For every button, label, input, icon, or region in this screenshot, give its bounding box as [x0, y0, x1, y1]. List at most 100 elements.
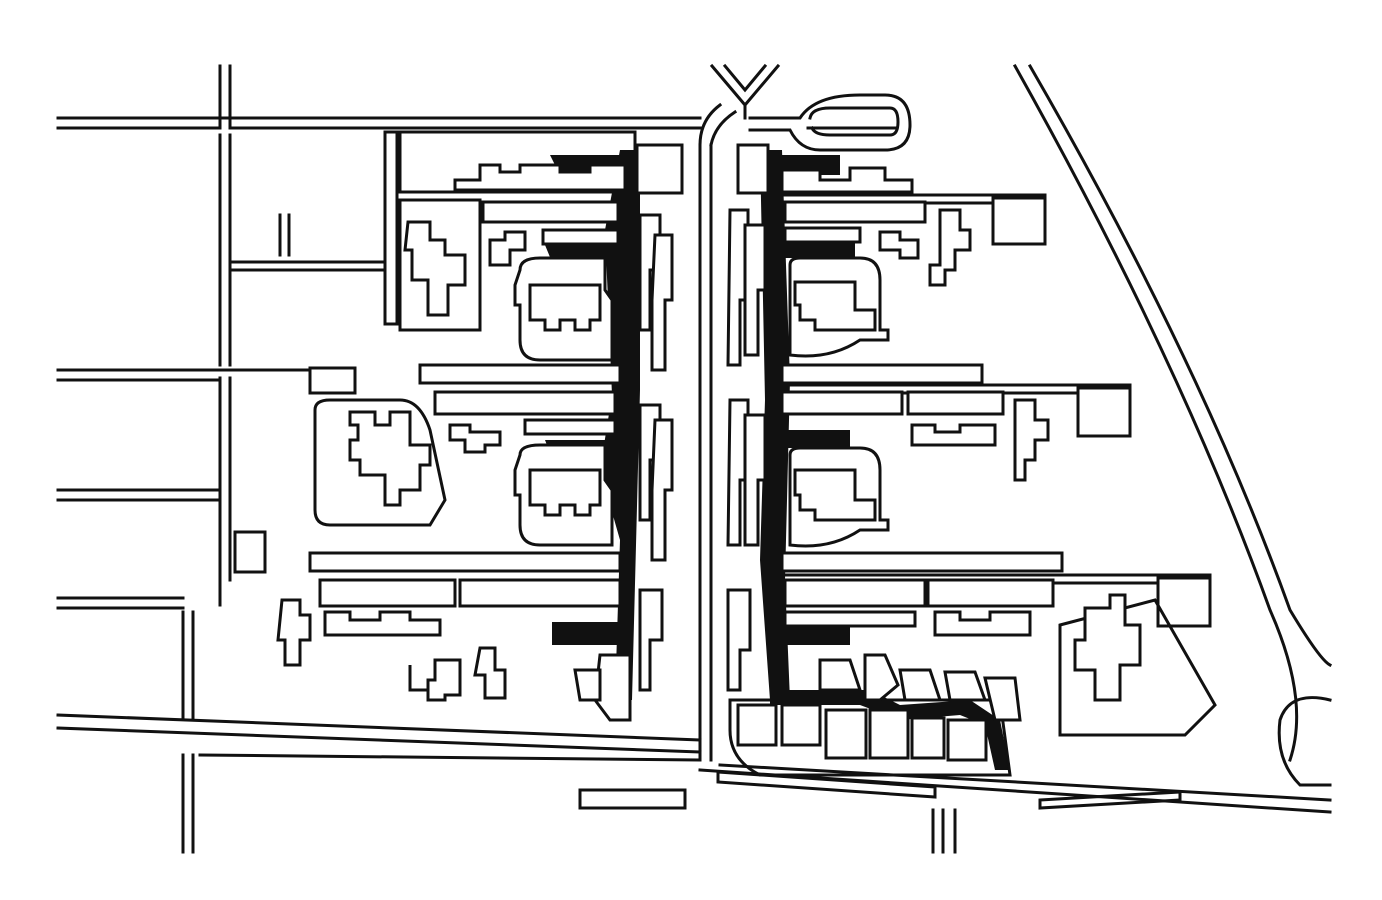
- square-pavilion-1: [991, 196, 1047, 246]
- se-block-6: [946, 718, 988, 762]
- southeast-plaza-chain: [770, 690, 1010, 770]
- pedestrian-plazas: [545, 150, 1010, 770]
- north-terrace-east: [780, 166, 914, 194]
- spine-w-block-7: [573, 668, 602, 702]
- west-street-2: [218, 133, 232, 367]
- spine-e-block-1: [726, 208, 750, 367]
- se-block-3: [824, 708, 868, 760]
- east-arm-3: [785, 430, 850, 448]
- slab-w7: [418, 363, 622, 385]
- stagger-e1: [878, 230, 920, 260]
- se-block-11: [983, 676, 1022, 722]
- slab-e8: [780, 551, 1064, 573]
- se-block-8: [863, 653, 900, 702]
- square-pavilion-5: [233, 530, 267, 574]
- west-middle-campus-lot: [313, 398, 447, 527]
- east-arm-4: [785, 625, 850, 645]
- courtyard-inner-e1: [793, 280, 877, 332]
- west-street-b: [56, 368, 312, 382]
- west-street-a: [228, 260, 387, 272]
- spine-w-block-4: [650, 418, 674, 562]
- northwest-field: [383, 130, 399, 326]
- stagger-e2: [928, 208, 972, 287]
- slab-e9: [783, 610, 917, 628]
- southeast-cluster-lot: [728, 698, 1012, 777]
- se-block-10: [943, 670, 988, 702]
- slab-w6: [318, 578, 457, 608]
- courtyard-inner-w1: [528, 283, 602, 332]
- slab-e7: [780, 363, 984, 385]
- northwest-lot-2: [398, 198, 482, 332]
- se-block-2: [780, 703, 822, 747]
- spine-e-block-3: [726, 398, 750, 547]
- slab-w5: [458, 578, 622, 608]
- courtyard-inner-e2: [793, 468, 877, 522]
- spine-w-block-5: [638, 588, 664, 692]
- north-intersection: [709, 63, 781, 120]
- central-avenue: [698, 102, 738, 762]
- boulevard-median-1: [578, 788, 687, 810]
- northwest-campus-building: [403, 220, 467, 317]
- north-square-block-west: [635, 143, 684, 195]
- spine-e-block-4: [743, 413, 767, 547]
- slab-w2: [541, 228, 620, 246]
- east-campus-lot: [1058, 598, 1217, 737]
- spur-road: [278, 213, 291, 257]
- slab-e1: [783, 200, 927, 224]
- slab-w1: [481, 200, 620, 224]
- se-block-4: [868, 708, 910, 760]
- north-avenue: [56, 116, 702, 130]
- west-street-c: [56, 488, 222, 502]
- east-campus-building: [1073, 593, 1142, 702]
- northwest-lot: [398, 130, 637, 194]
- slab-e6: [926, 578, 1055, 608]
- south-boulevard: [56, 713, 1332, 814]
- stagger-w2: [448, 423, 502, 454]
- north-loop-road: [748, 93, 912, 152]
- buildings: [233, 130, 1217, 777]
- slab-w3: [433, 390, 617, 416]
- east-arm-2: [785, 240, 855, 258]
- west-spine-plaza: [600, 150, 640, 700]
- north-square-block-east: [736, 143, 770, 195]
- courtyard-inner-w2: [528, 468, 602, 517]
- west-middle-campus-building: [348, 410, 432, 507]
- slab-e3: [780, 390, 904, 416]
- stagger-w3: [323, 610, 442, 637]
- slab-e4: [906, 390, 1005, 416]
- slab-w8: [308, 551, 622, 573]
- se-block-7: [818, 658, 863, 692]
- slab-e2: [783, 226, 862, 244]
- boulevard-median-3: [1038, 790, 1182, 810]
- se-block-9: [898, 668, 943, 702]
- road-network: [56, 63, 1333, 854]
- west-arm-4: [552, 622, 622, 645]
- square-pavilion-2: [1076, 386, 1132, 438]
- square-pavilion-4: [308, 366, 357, 395]
- spine-e-block-2: [743, 223, 767, 357]
- west-street-d: [56, 596, 185, 610]
- slab-w4: [523, 418, 617, 436]
- north-terrace-west: [453, 163, 627, 192]
- stagger-w7: [408, 665, 430, 700]
- west-street-1: [218, 64, 232, 127]
- west-street-5: [181, 753, 195, 854]
- spine-w-block-2: [650, 233, 674, 372]
- stagger-e3: [910, 423, 997, 447]
- se-block-5: [910, 716, 946, 760]
- stagger-e5: [933, 610, 1032, 637]
- stagger-w4: [276, 598, 312, 667]
- spine-e-block-5: [726, 588, 752, 692]
- stagger-w5: [473, 646, 507, 700]
- stagger-e4: [1013, 398, 1050, 482]
- south-exit-road: [931, 808, 957, 854]
- stagger-w1: [488, 230, 527, 267]
- boulevard-median-2: [716, 770, 937, 799]
- west-street-4: [181, 610, 195, 720]
- slab-e5: [783, 578, 927, 608]
- stagger-w6: [426, 658, 462, 702]
- se-block-1: [736, 703, 778, 747]
- east-ramp: [1277, 696, 1332, 787]
- east-highway: [1012, 63, 1333, 762]
